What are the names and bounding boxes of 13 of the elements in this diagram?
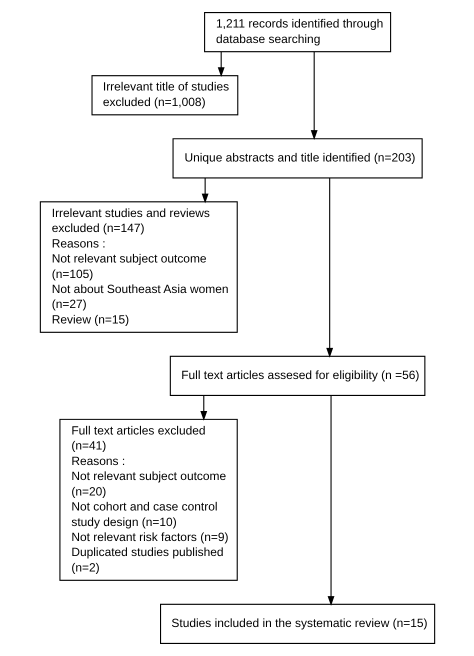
arrow (326, 178, 333, 358)
arrow (217, 52, 224, 78)
node-box: 1,211 records identified through database searching (204, 12, 391, 52)
node-box: Irrelevant studies and reviews excluded (n=147) Reasons : Not relevant subject outcome (n=105) Not about Southeast Asia women (n=27) Review (n=15) (39, 201, 238, 333)
node-box: Studies included in the systematic review (n=15) (160, 604, 435, 644)
arrow (201, 178, 208, 204)
node-box: Full text articles excluded (n=41) Reasons : Not relevant subject outcome (n=20) Not cohort and case control study design (n=10) Not relevant risk factors (n=9) Duplicated studies published (n=2) (58, 418, 238, 581)
node-box: Full text articles assesed for eligibility (n =56) (169, 356, 425, 396)
node-box: Irrelevant title of studies excluded (n=1,008) (90, 75, 238, 116)
arrow (327, 396, 334, 606)
arrow (200, 396, 207, 421)
node-box: Unique abstracts and title identified (n=203) (172, 138, 422, 178)
arrow (310, 52, 318, 140)
